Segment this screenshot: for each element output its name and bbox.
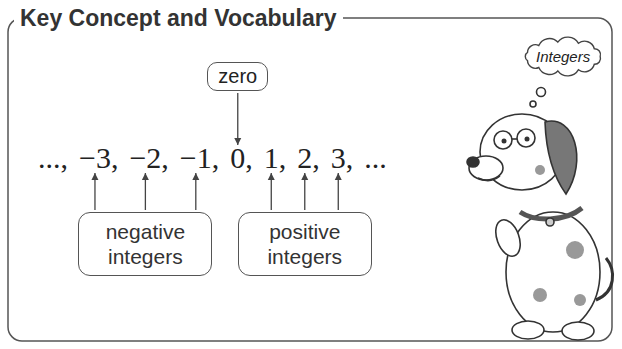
glasses-bridge bbox=[512, 138, 517, 140]
arrowhead bbox=[91, 173, 98, 180]
thought-dot bbox=[530, 101, 536, 107]
dog-eye bbox=[502, 139, 507, 144]
dog-body bbox=[506, 212, 600, 332]
dog-ear bbox=[545, 121, 577, 194]
number-label: −1, bbox=[180, 140, 219, 176]
node-text: zero bbox=[218, 65, 257, 88]
arrowhead bbox=[335, 173, 342, 180]
number-label: −3, bbox=[79, 140, 118, 176]
number-label: −2, bbox=[129, 140, 168, 176]
number-label: 1, bbox=[264, 140, 287, 176]
arrowhead bbox=[192, 173, 199, 180]
number-label: 0, bbox=[230, 140, 253, 176]
glasses-lens bbox=[494, 131, 512, 149]
number-line: ..., −3, −2, −1, 0, 1, 2, 3,... bbox=[38, 140, 387, 176]
dog-mouth bbox=[478, 176, 500, 181]
term-box: zero bbox=[207, 62, 268, 91]
number-label: ..., bbox=[38, 140, 68, 176]
dog-spot bbox=[535, 165, 545, 175]
thought-bubble: Integers bbox=[522, 38, 604, 75]
heading-plate: Key Concept and Vocabulary bbox=[14, 5, 343, 32]
dog-eye bbox=[525, 137, 530, 142]
cloud-path bbox=[525, 37, 600, 76]
vocabulary-box: negative integers bbox=[78, 212, 212, 276]
dog-paw bbox=[562, 322, 594, 340]
node-text: positive integers bbox=[249, 219, 361, 269]
thought-text: Integers bbox=[536, 48, 590, 65]
heading: Key Concept and Vocabulary bbox=[20, 5, 337, 31]
dog-spot bbox=[533, 288, 547, 302]
dog-illustration bbox=[467, 88, 613, 341]
leader-arrow bbox=[237, 93, 238, 145]
frame bbox=[8, 18, 612, 341]
dog-spot bbox=[566, 241, 584, 259]
arrowhead bbox=[142, 173, 149, 180]
number-label: ... bbox=[364, 140, 387, 176]
arrowhead bbox=[301, 173, 308, 180]
dog-spot bbox=[574, 294, 586, 306]
thought-dot bbox=[537, 88, 546, 97]
dog-nose bbox=[467, 157, 479, 167]
dog-paw bbox=[512, 321, 544, 339]
glasses-lens bbox=[517, 129, 535, 147]
number-label: 3, bbox=[331, 140, 354, 176]
vocabulary-box: positive integers bbox=[238, 212, 372, 276]
number-label: 2, bbox=[297, 140, 320, 176]
dog-raised-paw bbox=[491, 216, 525, 259]
collar-tag bbox=[546, 218, 554, 226]
arrowhead bbox=[268, 173, 275, 180]
node-text: negative integers bbox=[89, 219, 201, 269]
